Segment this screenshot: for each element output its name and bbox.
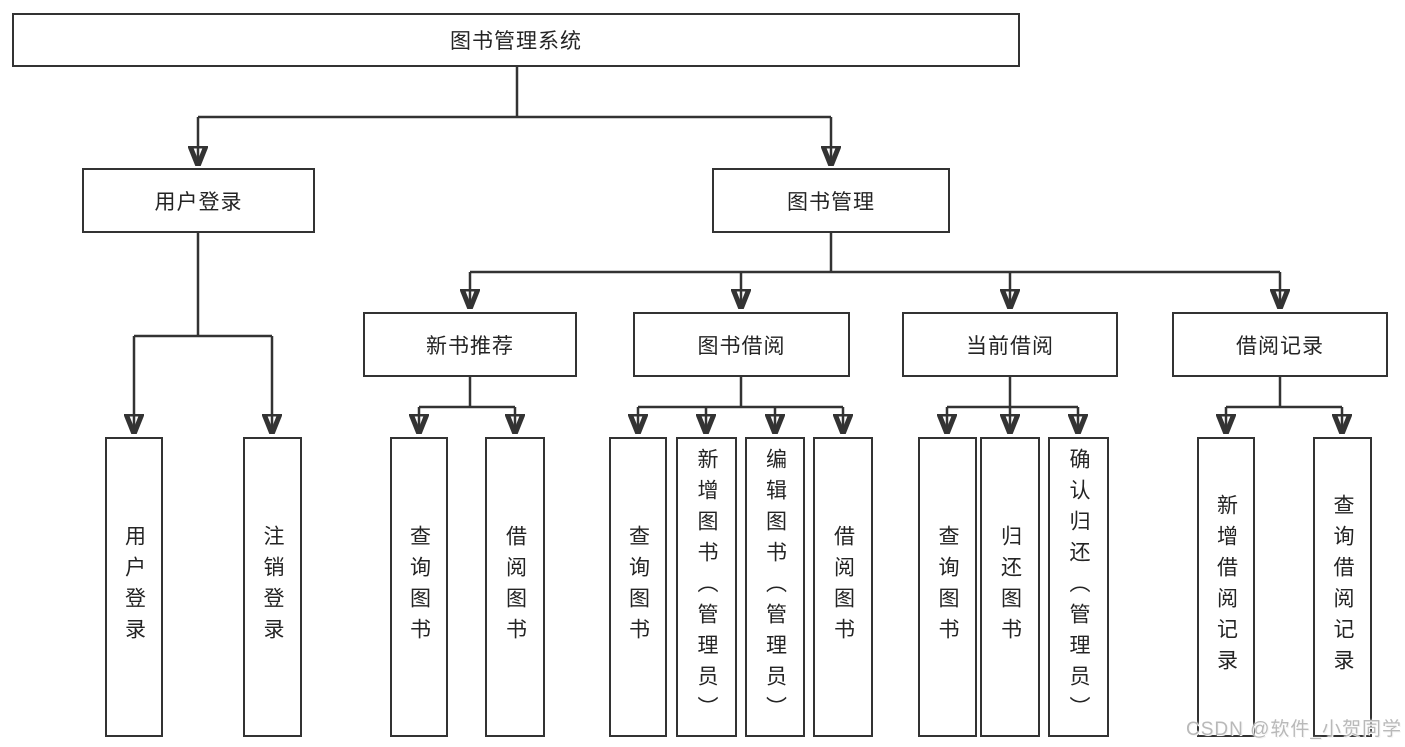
leaf-label: 确认归还（管理员） [1067, 447, 1091, 727]
connector-book-management [470, 233, 1280, 307]
node-label: 图书管理系统 [450, 30, 582, 53]
node-label: 新书推荐 [426, 334, 514, 358]
watermark: CSDN @软件_小贺同学 [1186, 719, 1402, 740]
leaf-label: 查询图书 [936, 525, 960, 649]
connector-user-login [134, 233, 272, 432]
leaf-user-login: 用户登录 [105, 437, 163, 737]
connector-root [198, 67, 831, 164]
leaf-label: 注销登录 [261, 525, 285, 649]
leaf-label: 归还图书 [998, 525, 1022, 649]
leaf-current-query-books: 查询图书 [918, 437, 977, 737]
leaf-record-add-borrow-record: 新增借阅记录 [1197, 437, 1255, 737]
leaf-label: 查询图书 [626, 525, 650, 649]
node-label: 图书借阅 [697, 334, 786, 358]
leaf-current-return-books: 归还图书 [980, 437, 1040, 737]
node-label: 用户登录 [154, 190, 243, 214]
node-book-management: 图书管理 [712, 168, 950, 233]
leaf-recommend-borrow-books: 借阅图书 [485, 437, 545, 737]
leaf-label: 新增图书（管理员） [695, 447, 719, 727]
leaf-borrow-query-books: 查询图书 [609, 437, 667, 737]
node-label: 图书管理 [787, 190, 875, 214]
leaf-label: 借阅图书 [503, 525, 527, 649]
connector-current-borrow [947, 377, 1078, 432]
node-label: 借阅记录 [1236, 334, 1324, 358]
connector-book-borrow [638, 377, 843, 432]
node-user-login: 用户登录 [82, 168, 315, 233]
leaf-recommend-query-books: 查询图书 [390, 437, 448, 737]
leaf-label: 查询图书 [407, 525, 431, 649]
connector-borrow-record [1226, 377, 1342, 432]
leaf-label: 新增借阅记录 [1214, 494, 1238, 680]
node-label: 当前借阅 [966, 334, 1054, 358]
leaf-label: 借阅图书 [831, 525, 855, 649]
leaf-borrow-borrow-books: 借阅图书 [813, 437, 873, 737]
leaf-borrow-add-books-admin: 新增图书（管理员） [676, 437, 737, 737]
node-book-borrow: 图书借阅 [633, 312, 850, 377]
leaf-label: 编辑图书（管理员） [763, 447, 787, 727]
leaf-label: 用户登录 [122, 525, 146, 649]
leaf-current-confirm-return-admin: 确认归还（管理员） [1048, 437, 1109, 737]
connector-new-book-recommend [419, 377, 515, 432]
leaf-label: 查询借阅记录 [1331, 494, 1355, 680]
node-borrow-record: 借阅记录 [1172, 312, 1388, 377]
leaf-borrow-edit-books-admin: 编辑图书（管理员） [745, 437, 805, 737]
node-new-book-recommend: 新书推荐 [363, 312, 577, 377]
leaf-logout: 注销登录 [243, 437, 302, 737]
node-library-management-system: 图书管理系统 [12, 13, 1020, 67]
node-current-borrow: 当前借阅 [902, 312, 1118, 377]
leaf-record-query-borrow-record: 查询借阅记录 [1313, 437, 1372, 737]
